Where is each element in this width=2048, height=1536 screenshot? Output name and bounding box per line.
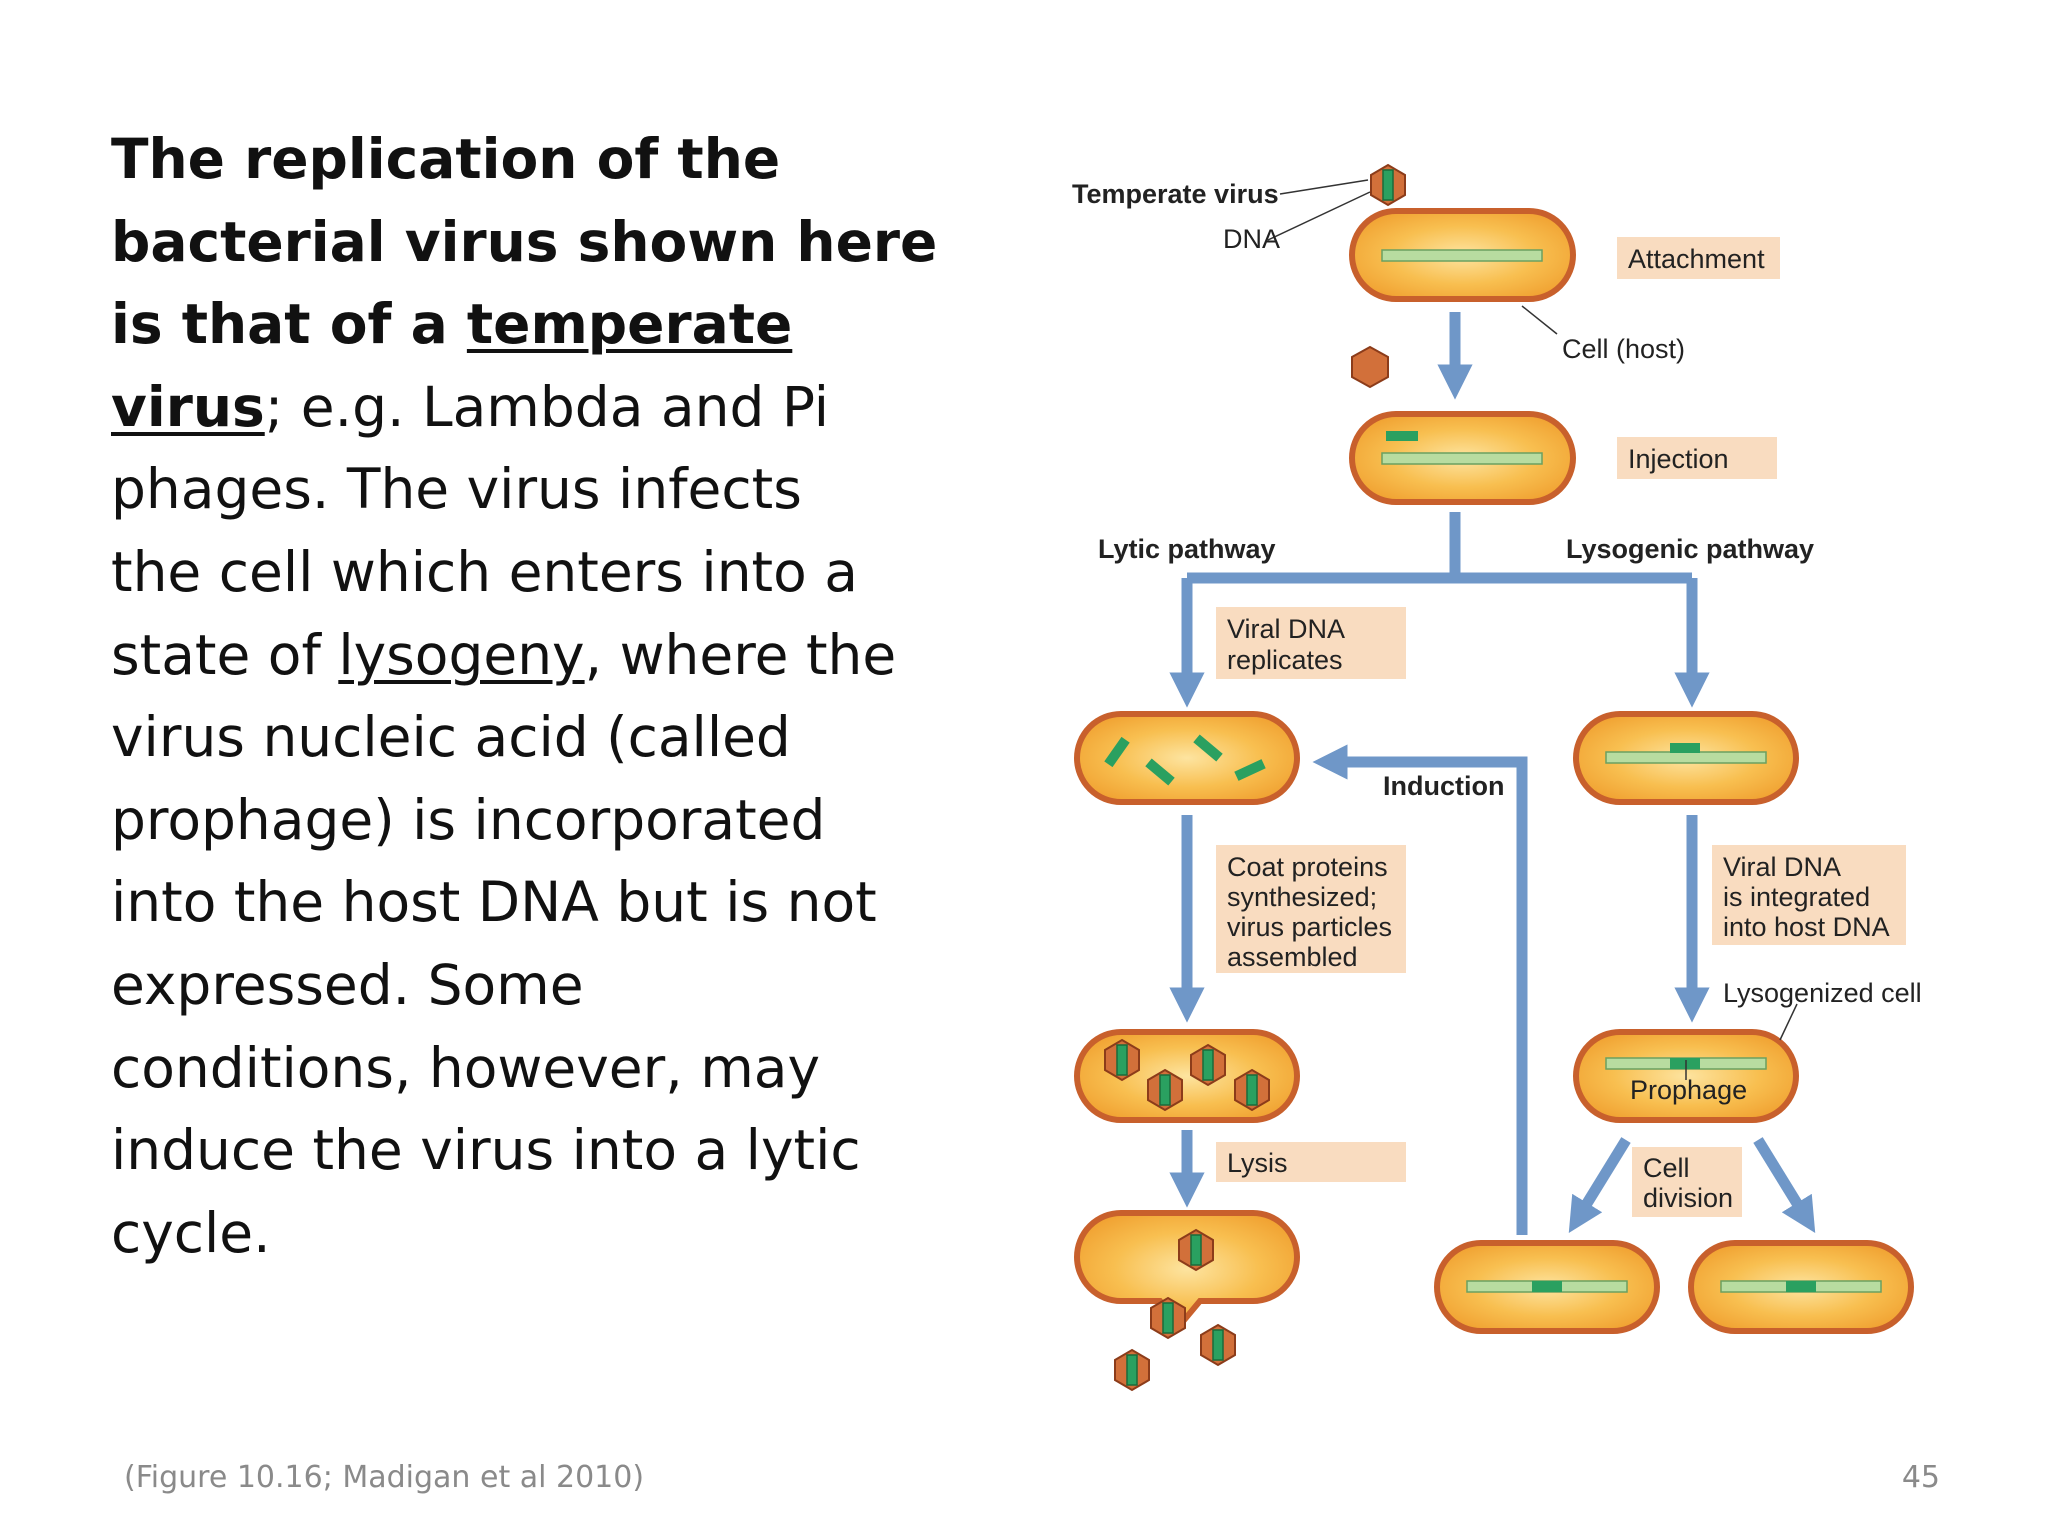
host-dna xyxy=(1381,249,1543,262)
host-dna xyxy=(1605,751,1767,764)
host-dna xyxy=(1381,452,1543,465)
figure-labels: Temperate virus DNA Attachment Cell (hos… xyxy=(1072,179,1922,1213)
underlined-term: virus xyxy=(111,374,265,439)
coat-proteins-label: virus particles xyxy=(1227,912,1392,942)
body-line: into the host DNA but is not xyxy=(111,870,877,935)
lysogeny-term: lysogeny xyxy=(338,622,585,687)
label-box xyxy=(1712,845,1906,945)
viral-dna-replicates-label: replicates xyxy=(1227,645,1343,675)
coat-proteins-label: assembled xyxy=(1227,942,1358,972)
cell-division-label: Cell xyxy=(1643,1153,1690,1183)
body-line: is that of a temperate xyxy=(111,283,911,366)
virion-icon xyxy=(1200,1324,1236,1366)
lysis-label: Lysis xyxy=(1227,1148,1288,1178)
injection-label: Injection xyxy=(1628,444,1729,474)
arrow-division-left xyxy=(1568,1137,1631,1233)
prophage-dna xyxy=(1670,1058,1700,1069)
body-line: the cell which enters into a xyxy=(111,539,858,604)
body-line: prophage) is incorporated xyxy=(111,787,826,852)
coat-proteins-label: Coat proteins xyxy=(1227,852,1388,882)
body-line: cycle. xyxy=(111,1200,271,1265)
bold-text: bacterial virus shown here xyxy=(111,209,938,274)
pathway-split-line xyxy=(1187,512,1692,584)
body-text-span: state of xyxy=(111,622,339,687)
temperate-virus-icon xyxy=(1370,164,1406,206)
label-box xyxy=(1632,1147,1742,1217)
bold-text: The replication of the xyxy=(111,127,781,191)
figure-caption: (Figure 10.16; Madigan et al 2010) xyxy=(124,1460,645,1495)
lysogenized-cell-label: Lysogenized cell xyxy=(1723,978,1922,1008)
viral-dna-integrated-label: Viral DNA xyxy=(1723,852,1841,882)
body-line: conditions, however, may xyxy=(111,1035,821,1100)
virus-keyword: virus xyxy=(111,375,265,439)
host-cell xyxy=(1074,711,1300,805)
lysed-cell xyxy=(1074,1210,1300,1330)
dna-label: DNA xyxy=(1223,224,1280,254)
label-box xyxy=(1216,607,1406,679)
virus-replication-diagram: Temperate virus DNA Attachment Cell (hos… xyxy=(1072,164,1922,1391)
body-line: virus nucleic acid (called xyxy=(111,705,791,770)
underlined-term: temperate xyxy=(466,292,793,357)
lytic-pathway-label: Lytic pathway xyxy=(1098,534,1276,564)
empty-capsid-icon xyxy=(1351,345,1389,389)
body-line: bacterial virus shown here xyxy=(111,201,937,284)
viral-dna-integrated-label: is integrated xyxy=(1723,882,1870,912)
label-boxes xyxy=(1216,237,1906,1217)
body-text-span: ; e.g. Lambda and Pi xyxy=(264,374,830,439)
viral-dna xyxy=(1670,743,1700,753)
induction-label: Induction xyxy=(1383,771,1504,801)
label-box xyxy=(1216,1142,1406,1182)
body-line: state of lysogeny, where the xyxy=(111,614,911,697)
virion-icon xyxy=(1190,1044,1226,1086)
temperate-virus-label: Temperate virus xyxy=(1072,179,1279,209)
replicated-viral-dna xyxy=(1104,734,1266,786)
coat-proteins-label: synthesized; xyxy=(1227,882,1377,912)
prophage-dna xyxy=(1786,1281,1816,1292)
virion-icon xyxy=(1147,1069,1183,1111)
bold-text: is that of a xyxy=(111,292,467,357)
body-text-span: , where the xyxy=(584,622,897,687)
prophage-dna xyxy=(1532,1281,1562,1292)
page-number: 45 xyxy=(1901,1460,1940,1495)
arrows xyxy=(1169,312,1816,1235)
cell-host-label: Cell (host) xyxy=(1562,334,1685,364)
virion-icon xyxy=(1150,1297,1186,1339)
leader-lines xyxy=(1267,179,1798,1080)
virion-icon xyxy=(1114,1349,1150,1391)
virion-icon xyxy=(1178,1229,1214,1271)
prophage-label: Prophage xyxy=(1630,1075,1747,1105)
body-line: expressed. Some xyxy=(111,952,584,1017)
lysogenic-pathway-label: Lysogenic pathway xyxy=(1566,534,1814,564)
body-line: virus; e.g. Lambda and Pi xyxy=(111,366,911,449)
viral-dna-replicates-label: Viral DNA xyxy=(1227,614,1345,644)
viral-dna xyxy=(1386,431,1418,441)
virions xyxy=(1104,164,1406,1391)
label-box xyxy=(1216,845,1406,973)
body-text: The replication of the bacterial virus s… xyxy=(111,118,937,1274)
body-line: phages. The virus infects xyxy=(111,457,802,522)
body-line: induce the virus into a lytic xyxy=(111,1118,861,1183)
arrow-induction xyxy=(1312,744,1528,1235)
body-line: The replication of the xyxy=(111,118,911,201)
arrow-division-right xyxy=(1753,1137,1816,1233)
cell-division-label: division xyxy=(1643,1183,1733,1213)
label-box xyxy=(1617,437,1777,479)
viral-dna-integrated-label: into host DNA xyxy=(1723,912,1890,942)
label-box xyxy=(1617,237,1780,279)
virion-icon xyxy=(1234,1069,1270,1111)
attachment-label: Attachment xyxy=(1628,244,1765,274)
temperate-keyword: temperate xyxy=(467,292,792,356)
virion-icon xyxy=(1104,1039,1140,1081)
